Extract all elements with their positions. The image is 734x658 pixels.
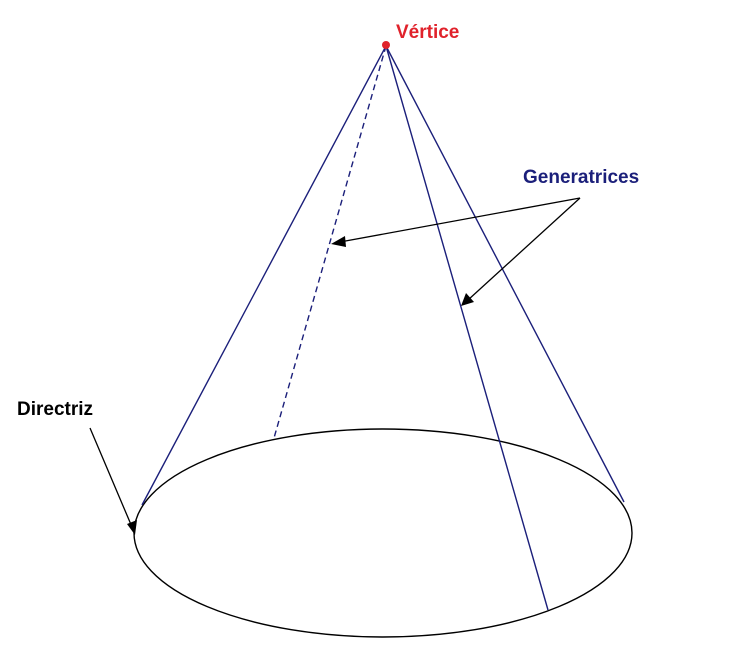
generatrix-arrow-left: [331, 197, 581, 247]
vertex-point: [382, 41, 390, 49]
front-generatrix-line: [385, 45, 549, 611]
directrix-ellipse: [133, 428, 633, 638]
vertex-label: Vértice: [396, 22, 459, 43]
generatrix-arrow-right: [461, 197, 581, 306]
directrix-label: Directriz: [17, 399, 93, 420]
generatrices-label: Generatrices: [523, 167, 639, 188]
hidden-generatrix-line: [273, 45, 387, 439]
cone-left-edge: [141, 45, 387, 506]
directrix-arrow: [89, 427, 137, 535]
cone-right-edge: [385, 45, 625, 503]
